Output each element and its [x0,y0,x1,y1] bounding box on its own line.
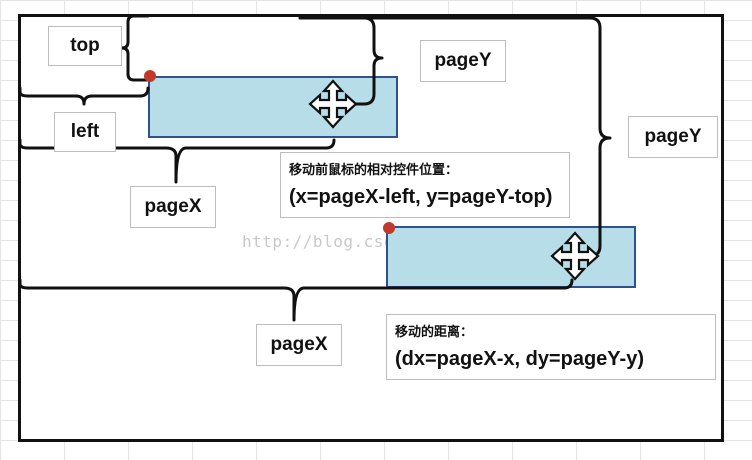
label-left: left [54,112,116,152]
move-cursor-icon [308,79,358,129]
page-y-outer-bracket [298,16,612,258]
note-relative-position: 移动前鼠标的相对控件位置： (x=pageX-left, y=pageY-top… [280,152,570,218]
page-y-inner-bracket [308,16,384,106]
move-cursor-icon [550,231,600,281]
note-distance-caption: 移动的距离： [395,325,474,340]
label-page-y-inner: pageY [420,40,506,82]
control-before-move [148,76,398,138]
mouse-point-icon [144,70,156,82]
top-bracket [120,14,150,82]
note-relative-caption: 移动前鼠标的相对控件位置： [289,163,459,178]
label-page-x-outer: pageX [256,324,342,366]
label-page-y-outer: pageY [628,116,718,158]
note-move-distance: 移动的距离： (dx=pageX-x, dy=pageY-y) [386,314,716,380]
page-x-outer-bracket [18,278,574,322]
note-relative-formula: (x=pageX-left, y=pageY-top) [289,186,553,208]
left-bracket [18,86,150,106]
note-distance-formula: (dx=pageX-x, dy=pageY-y) [395,348,644,370]
page-x-inner-bracket [18,138,336,184]
label-page-x-inner: pageX [130,186,216,228]
mouse-point-icon [383,222,395,234]
label-top: top [48,26,122,66]
